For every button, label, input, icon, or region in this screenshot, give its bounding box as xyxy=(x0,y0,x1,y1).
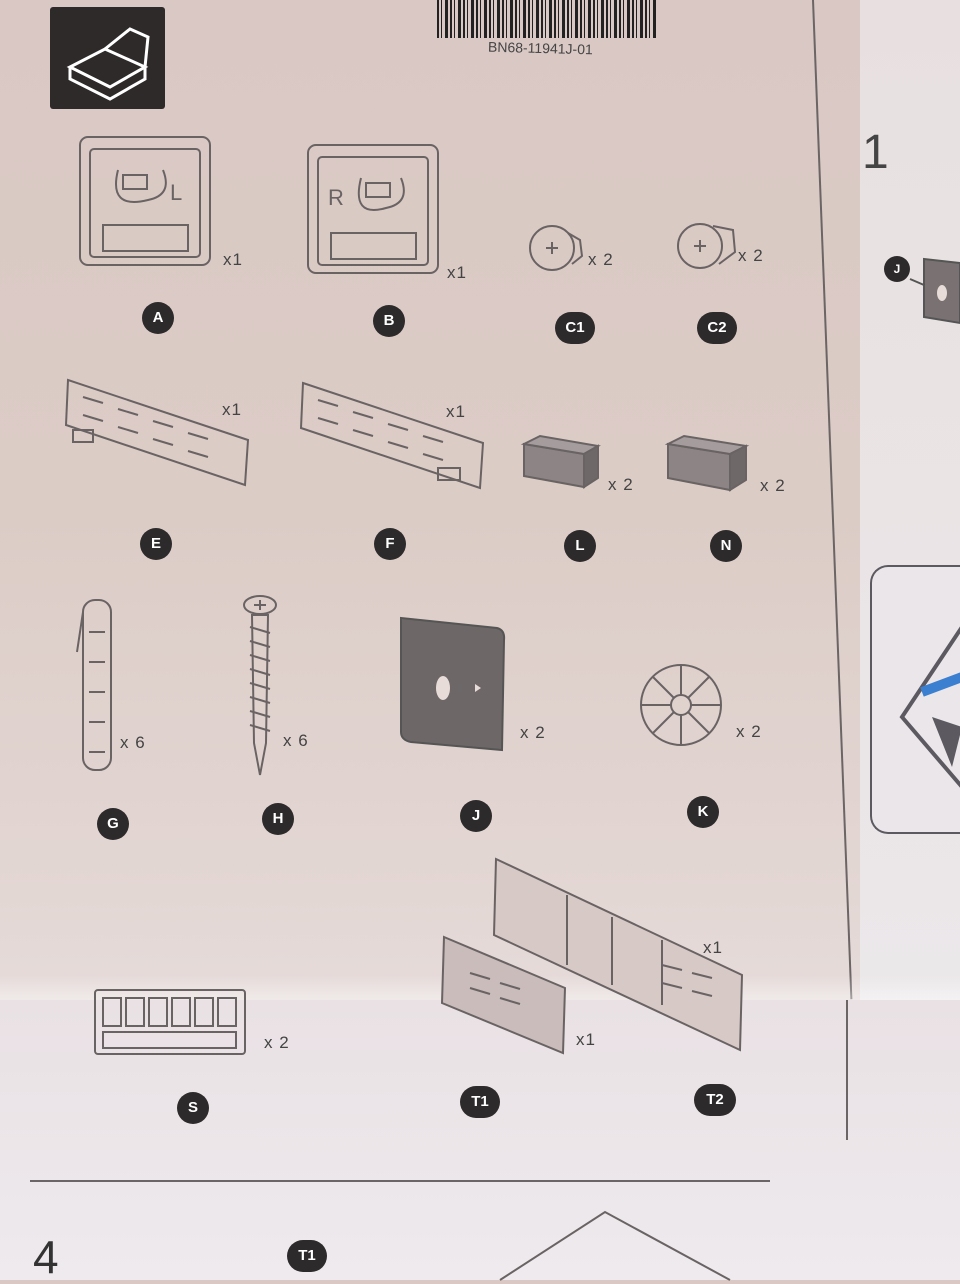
label-S: S xyxy=(177,1092,209,1124)
next-step-diagram xyxy=(499,1210,731,1281)
side-step-number: 1 xyxy=(862,126,889,179)
side-label-J: J xyxy=(884,256,910,282)
spacer-n-illustration xyxy=(664,434,750,492)
screw-c2-illustration xyxy=(677,223,737,269)
next-step-label: T1 xyxy=(287,1240,327,1272)
next-step-number: 4 xyxy=(33,1231,59,1283)
template-t2-illustration xyxy=(492,857,744,1052)
label-N: N xyxy=(710,530,742,562)
qty-J: x 2 xyxy=(520,723,546,742)
box-contents-icon xyxy=(50,7,165,109)
qty-H: x 6 xyxy=(283,731,309,750)
qty-S: x 2 xyxy=(264,1033,290,1052)
bracket-right-illustration: R xyxy=(307,144,439,274)
qty-K: x 2 xyxy=(736,722,762,741)
section-divider xyxy=(30,1180,770,1182)
label-F: F xyxy=(374,528,406,560)
qty-E: x1 xyxy=(222,400,242,419)
qty-B: x1 xyxy=(447,263,467,282)
plate-j-illustration xyxy=(400,616,506,752)
side-plate-illustration xyxy=(909,257,960,325)
card-s-illustration xyxy=(94,989,246,1055)
spacer-l-illustration xyxy=(520,434,601,489)
label-H: H xyxy=(262,803,294,835)
template-t1-illustration xyxy=(440,935,567,1055)
qty-F: x1 xyxy=(446,402,466,421)
part-code: BN68-11941J-01 xyxy=(487,38,594,58)
page-border-lower xyxy=(846,1000,848,1140)
lower-sheet xyxy=(0,1000,960,1280)
qty-C1: x 2 xyxy=(588,250,614,269)
qty-G: x 6 xyxy=(120,733,146,752)
label-T2: T2 xyxy=(694,1084,736,1116)
label-K: K xyxy=(687,796,719,828)
page-border xyxy=(812,0,853,1000)
bracket-mark-left: L xyxy=(170,180,182,205)
bracket-left-illustration: L xyxy=(79,136,211,266)
label-C2: C2 xyxy=(697,312,737,344)
barcode xyxy=(437,0,657,38)
qty-T1: x1 xyxy=(576,1030,596,1049)
disc-k-illustration xyxy=(640,664,722,746)
side-installation-panel xyxy=(870,565,960,834)
wood-screw-illustration xyxy=(243,595,277,776)
bracket-mark-right: R xyxy=(328,185,344,210)
label-J: J xyxy=(460,800,492,832)
label-L: L xyxy=(564,530,596,562)
qty-C2: x 2 xyxy=(738,246,764,265)
label-B: B xyxy=(373,305,405,337)
label-G: G xyxy=(97,808,129,840)
qty-L: x 2 xyxy=(608,475,634,494)
plate-f-illustration xyxy=(299,381,485,490)
wall-anchor-illustration xyxy=(76,599,112,771)
qty-A: x1 xyxy=(223,250,243,269)
qty-N: x 2 xyxy=(760,476,786,495)
label-T1: T1 xyxy=(460,1086,500,1118)
label-C1: C1 xyxy=(555,312,595,344)
label-E: E xyxy=(140,528,172,560)
plate-e-illustration xyxy=(64,378,250,487)
qty-T2: x1 xyxy=(703,938,723,957)
side-installation-diagram xyxy=(899,626,960,788)
screw-c1-illustration xyxy=(529,225,584,271)
label-A: A xyxy=(142,302,174,334)
